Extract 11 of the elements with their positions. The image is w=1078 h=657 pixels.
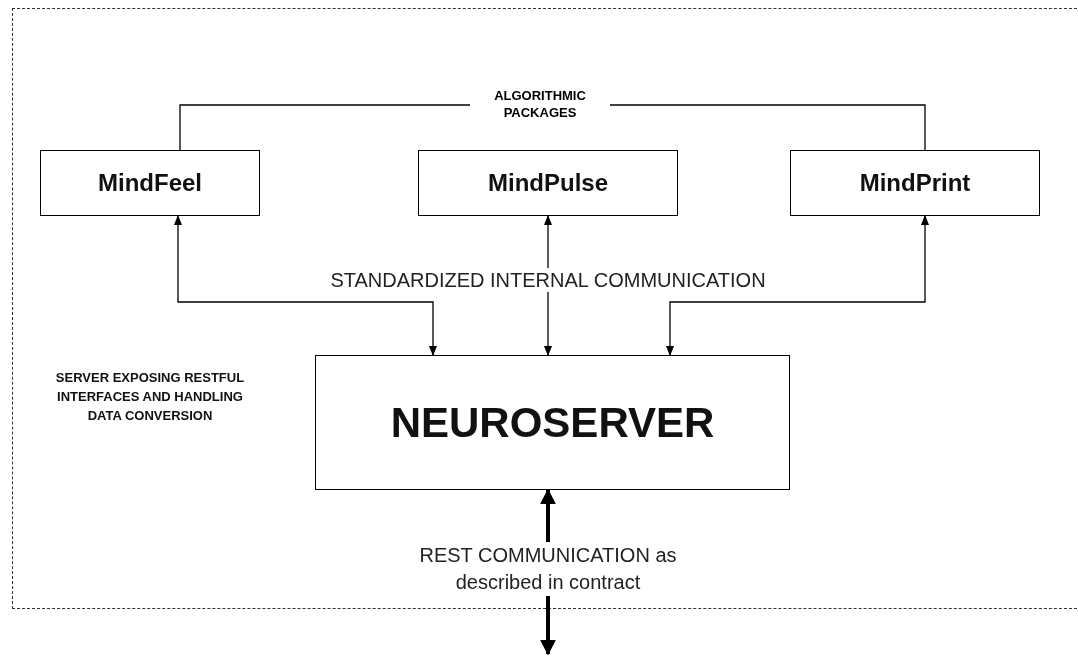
group-label: ALGORITHMIC PACKAGES [470, 84, 610, 124]
package-box: MindFeel [40, 150, 260, 216]
package-box: MindPrint [790, 150, 1040, 216]
connector-line [179, 104, 471, 151]
connector-line [609, 104, 926, 151]
note-text: SERVER EXPOSING RESTFUL INTERFACES AND HANDLING DATA CONVERSION [55, 369, 245, 425]
package-box: MindPulse [418, 150, 678, 216]
double-arrow [665, 214, 930, 357]
double-arrow [173, 214, 438, 357]
server-box: NEUROSERVER [315, 355, 790, 490]
edge-label: REST COMMUNICATION as described in contract [418, 542, 678, 596]
